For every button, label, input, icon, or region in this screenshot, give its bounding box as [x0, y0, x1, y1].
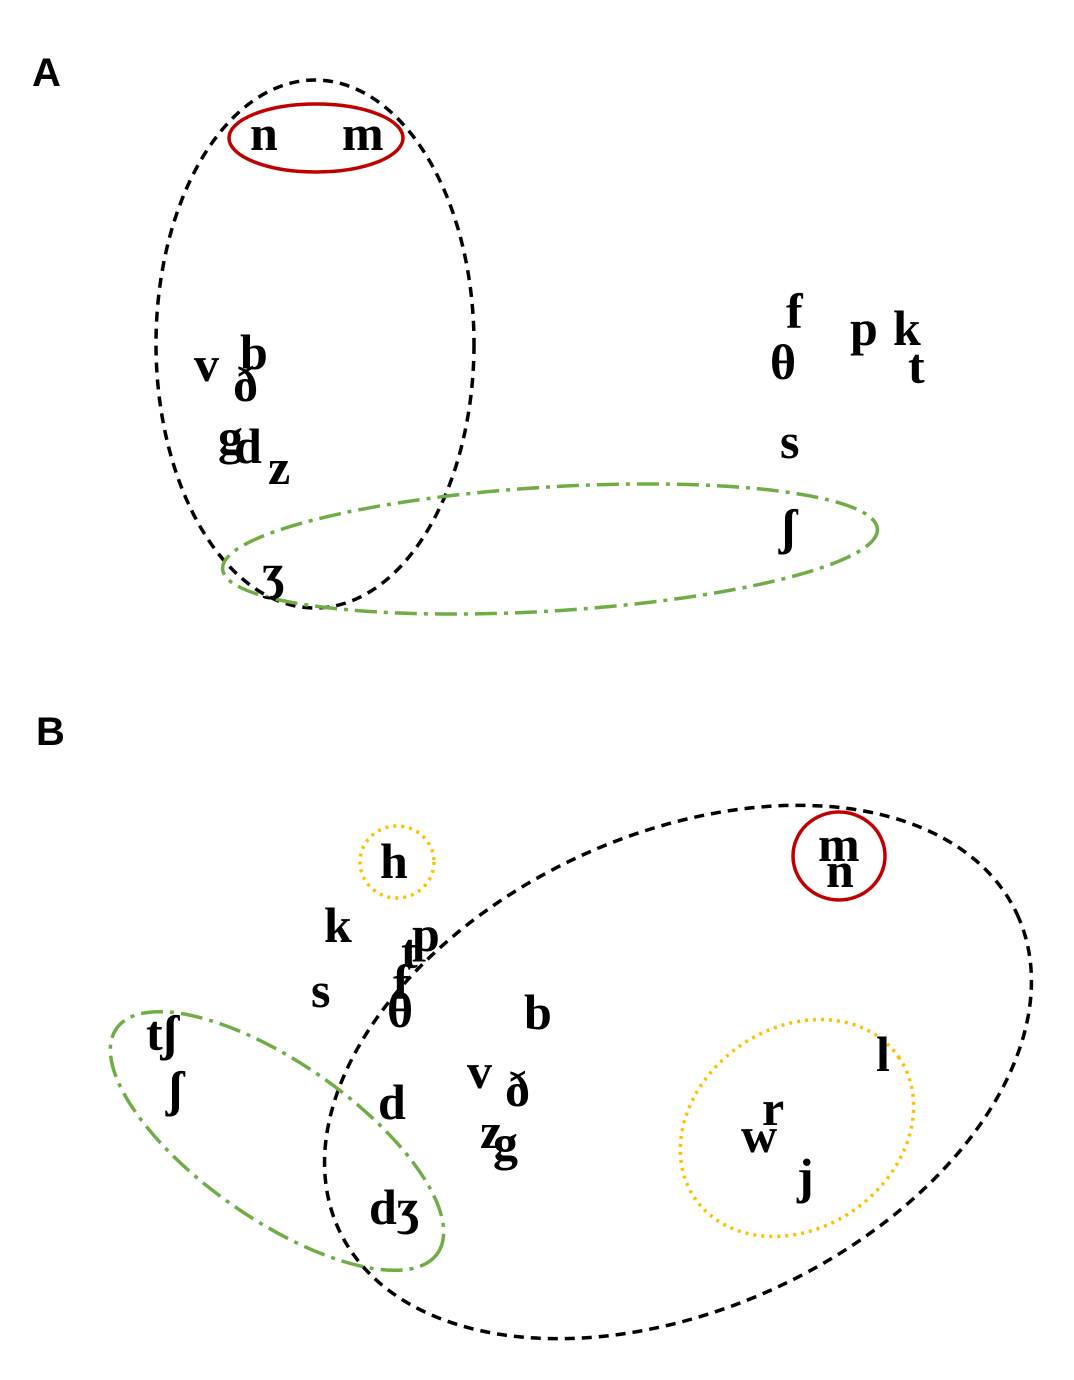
panel-a-label: A: [32, 51, 61, 95]
panel-b-phoneme-v: v: [467, 1043, 492, 1099]
panel-a-phoneme-ezh: ʒ: [262, 544, 285, 600]
panel-b-phoneme-eth: ð: [505, 1061, 530, 1117]
panel-b-phoneme-t: t: [401, 923, 418, 979]
panel-b-phoneme-p: p: [412, 906, 440, 962]
panel-a-voiced-cluster-ellipse: [154, 78, 476, 610]
panel-b-phoneme-w: w: [741, 1107, 777, 1163]
panel-a-nasal-cluster-ellipse: [227, 102, 405, 174]
panel-a-phoneme-f: f: [786, 283, 804, 339]
panel-a-phoneme-v: v: [194, 336, 219, 392]
panel-b-phoneme-m: m: [818, 816, 860, 872]
panel-a-phoneme-b: b: [240, 324, 268, 380]
panel-a-phoneme-t: t: [908, 338, 925, 394]
panel-b-phoneme-dezh: dʒ: [369, 1179, 420, 1235]
panel-b-phoneme-s: s: [311, 962, 330, 1018]
panel-a-phoneme-m: m: [342, 105, 384, 161]
panel-a-phoneme-d: d: [234, 418, 262, 474]
panel-b-phoneme-g: g: [493, 1115, 518, 1171]
panel-b-phoneme-f: f: [393, 954, 411, 1010]
panel-a-phoneme-eth: ð: [233, 356, 258, 412]
panel-b-phoneme-theta: θ: [387, 982, 413, 1038]
panel-b-phoneme-esh: ʃ: [165, 1061, 186, 1117]
panel-b-phoneme-tesh: tʃ: [146, 1005, 181, 1061]
panel-a-phoneme-theta: θ: [770, 334, 796, 390]
panel-b-phoneme-h: h: [380, 833, 408, 889]
panel-b-phoneme-z: z: [480, 1103, 502, 1159]
panel-a-fricative-cluster-ellipse: [220, 482, 880, 616]
panel-a-phoneme-s: s: [780, 413, 799, 469]
panel-a-phoneme-p: p: [850, 300, 878, 356]
panel-b-phoneme-r: r: [762, 1080, 784, 1136]
panel-b-phoneme-j: j: [796, 1148, 814, 1204]
panel-b-phoneme-k: k: [324, 897, 352, 953]
panel-b-phoneme-d: d: [378, 1074, 406, 1130]
panel-a: A n m v b ð g d z ʒ f p k θ t s ʃ: [32, 51, 925, 616]
panel-a-phoneme-k: k: [893, 300, 921, 356]
panel-a-phoneme-esh: ʃ: [778, 499, 799, 555]
panel-b-approximant-cluster-ellipse: [678, 1017, 916, 1239]
panel-b-phoneme-b: b: [524, 984, 552, 1040]
panel-b: B h m n k t p f s θ b tʃ ʃ v ð l d z g r…: [36, 710, 1034, 1341]
panel-a-phoneme-z: z: [268, 439, 290, 495]
panel-b-label: B: [36, 710, 65, 754]
panel-a-phoneme-n: n: [250, 105, 278, 161]
panel-a-phoneme-g: g: [218, 409, 243, 465]
panel-b-h-cluster-ellipse: [358, 824, 436, 900]
panel-b-nasal-cluster-ellipse: [791, 810, 887, 902]
panel-b-fricative-cluster-ellipse: [108, 1009, 446, 1273]
panel-b-voiced-cluster-ellipse: [322, 803, 1034, 1341]
panel-b-phoneme-l: l: [876, 1026, 890, 1082]
panel-b-phoneme-n: n: [826, 842, 854, 898]
